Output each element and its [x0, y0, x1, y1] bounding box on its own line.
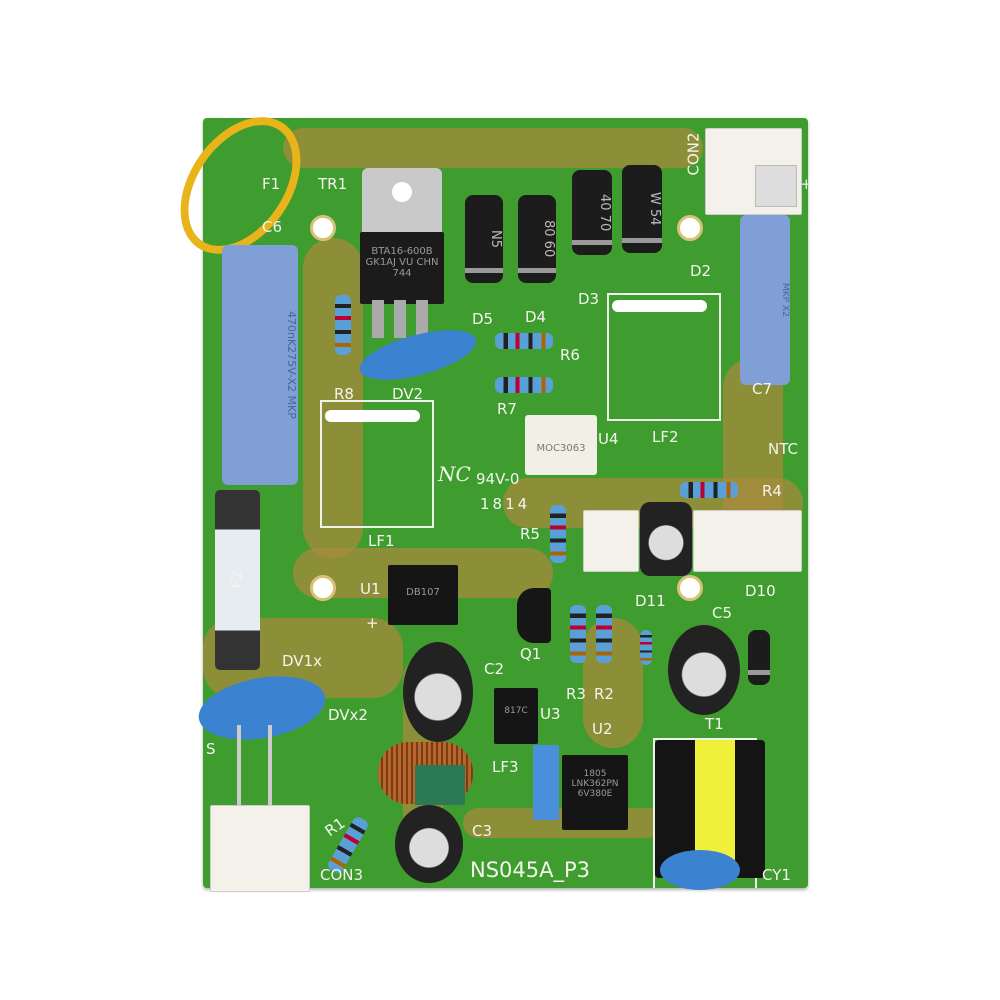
label-dvx2: DVx2 [328, 706, 368, 724]
label-ntc: NTC [768, 440, 798, 458]
glass-fuse [215, 490, 260, 670]
label-r5: R5 [520, 525, 540, 543]
label-dv1x: DV1x [282, 652, 322, 670]
triac-leads [372, 300, 432, 338]
diode: N5 [465, 195, 503, 283]
triac-tab [362, 168, 442, 238]
lf2-outline [607, 293, 721, 421]
connector [583, 510, 639, 572]
lf1-outline [320, 400, 434, 528]
resistor-r8 [335, 295, 351, 355]
label-plus2: + [366, 614, 379, 632]
electrolytic-capacitor [640, 502, 692, 576]
label-dv2: DV2 [392, 385, 424, 403]
label-u3: U3 [540, 705, 561, 723]
transistor-q1 [517, 588, 551, 643]
connector-ntc [693, 510, 802, 572]
label-model: NS045A_P3 [470, 858, 591, 882]
triac-hole [392, 182, 412, 202]
label-con3: CON3 [320, 866, 364, 884]
triac-tr1: BTA16-600B GK1AJ VU CHN 744 [360, 232, 444, 304]
label-r2: R2 [594, 685, 614, 703]
label-c2: C2 [484, 660, 505, 678]
capacitor-cy1 [660, 850, 740, 890]
mounting-hole [677, 575, 703, 601]
diode-d3: 40 70 [572, 170, 612, 255]
label-f2: F2 [228, 569, 247, 589]
logo-nc: NC [438, 462, 471, 486]
label-d5: D5 [472, 310, 494, 328]
label-d10: D10 [745, 582, 776, 600]
label-plus: + [800, 175, 813, 193]
bridge-rectifier-u1: DB107 [388, 565, 458, 625]
label-c6: C6 [262, 218, 283, 236]
connector-con2-pins [755, 165, 797, 207]
electrolytic-capacitor-c5 [668, 625, 740, 715]
resistor-r2 [596, 605, 612, 663]
label-f1: F1 [262, 175, 281, 193]
label-r3: R3 [566, 685, 586, 703]
label-r8: R8 [334, 385, 354, 403]
label-lf1: LF1 [368, 532, 395, 550]
lf1-bar [325, 410, 420, 422]
resistor-r5 [550, 505, 566, 563]
mounting-hole [310, 575, 336, 601]
diode-d2: W 54 [622, 165, 662, 253]
lf2-bar [612, 300, 707, 312]
electrolytic-capacitor-c3 [395, 805, 463, 883]
label-u1: U1 [360, 580, 381, 598]
label-s: S [206, 740, 216, 758]
label-d11: D11 [635, 592, 666, 610]
label-d3: D3 [578, 290, 600, 308]
label-r7: R7 [497, 400, 517, 418]
film-capacitor [533, 745, 559, 820]
label-tr1: TR1 [318, 175, 348, 193]
optocoupler-u4: MOC3063 [525, 415, 597, 475]
diode: 80 60 [518, 195, 556, 283]
label-q1: Q1 [520, 645, 542, 663]
label-c7: C7 [752, 380, 773, 398]
label-date-code: 1814 [480, 495, 531, 513]
electrolytic-capacitor-c2 [403, 642, 473, 742]
label-d4: D4 [525, 308, 547, 326]
label-c5: C5 [712, 604, 733, 622]
mounting-hole [677, 215, 703, 241]
copper-trace [583, 618, 643, 748]
mounting-hole [310, 215, 336, 241]
copper-trace [283, 128, 703, 168]
label-lf2: LF2 [652, 428, 679, 446]
resistor-r6 [495, 333, 553, 349]
label-r4: R4 [762, 482, 782, 500]
label-lf3: LF3 [492, 758, 519, 776]
label-r6: R6 [560, 346, 580, 364]
optocoupler-u3: 817C [494, 688, 538, 744]
label-u2: U2 [592, 720, 613, 738]
connector-con3 [210, 805, 310, 892]
resistor-r3 [570, 605, 586, 663]
diode-d10 [748, 630, 770, 685]
capacitor-c6: 470nK275V-X2 MKP [222, 245, 298, 485]
resistor-r4 [680, 482, 738, 498]
lead [268, 725, 272, 810]
resistor-r7 [495, 377, 553, 393]
capacitor-c7: MKP X2 [740, 215, 790, 385]
label-con2: CON2 [684, 132, 703, 176]
lead [237, 725, 241, 810]
label-cy1: CY1 [762, 866, 791, 884]
label-u4: U4 [598, 430, 619, 448]
ic-u2: 1805 LNK362PN 6V380E [562, 755, 628, 830]
label-rating: 94V-0 [476, 470, 520, 488]
toroid-core [415, 765, 465, 805]
label-c3: C3 [472, 822, 493, 840]
label-d2: D2 [690, 262, 712, 280]
label-t1: T1 [705, 715, 724, 733]
copper-trace [303, 238, 363, 558]
diode-d11 [640, 630, 652, 665]
